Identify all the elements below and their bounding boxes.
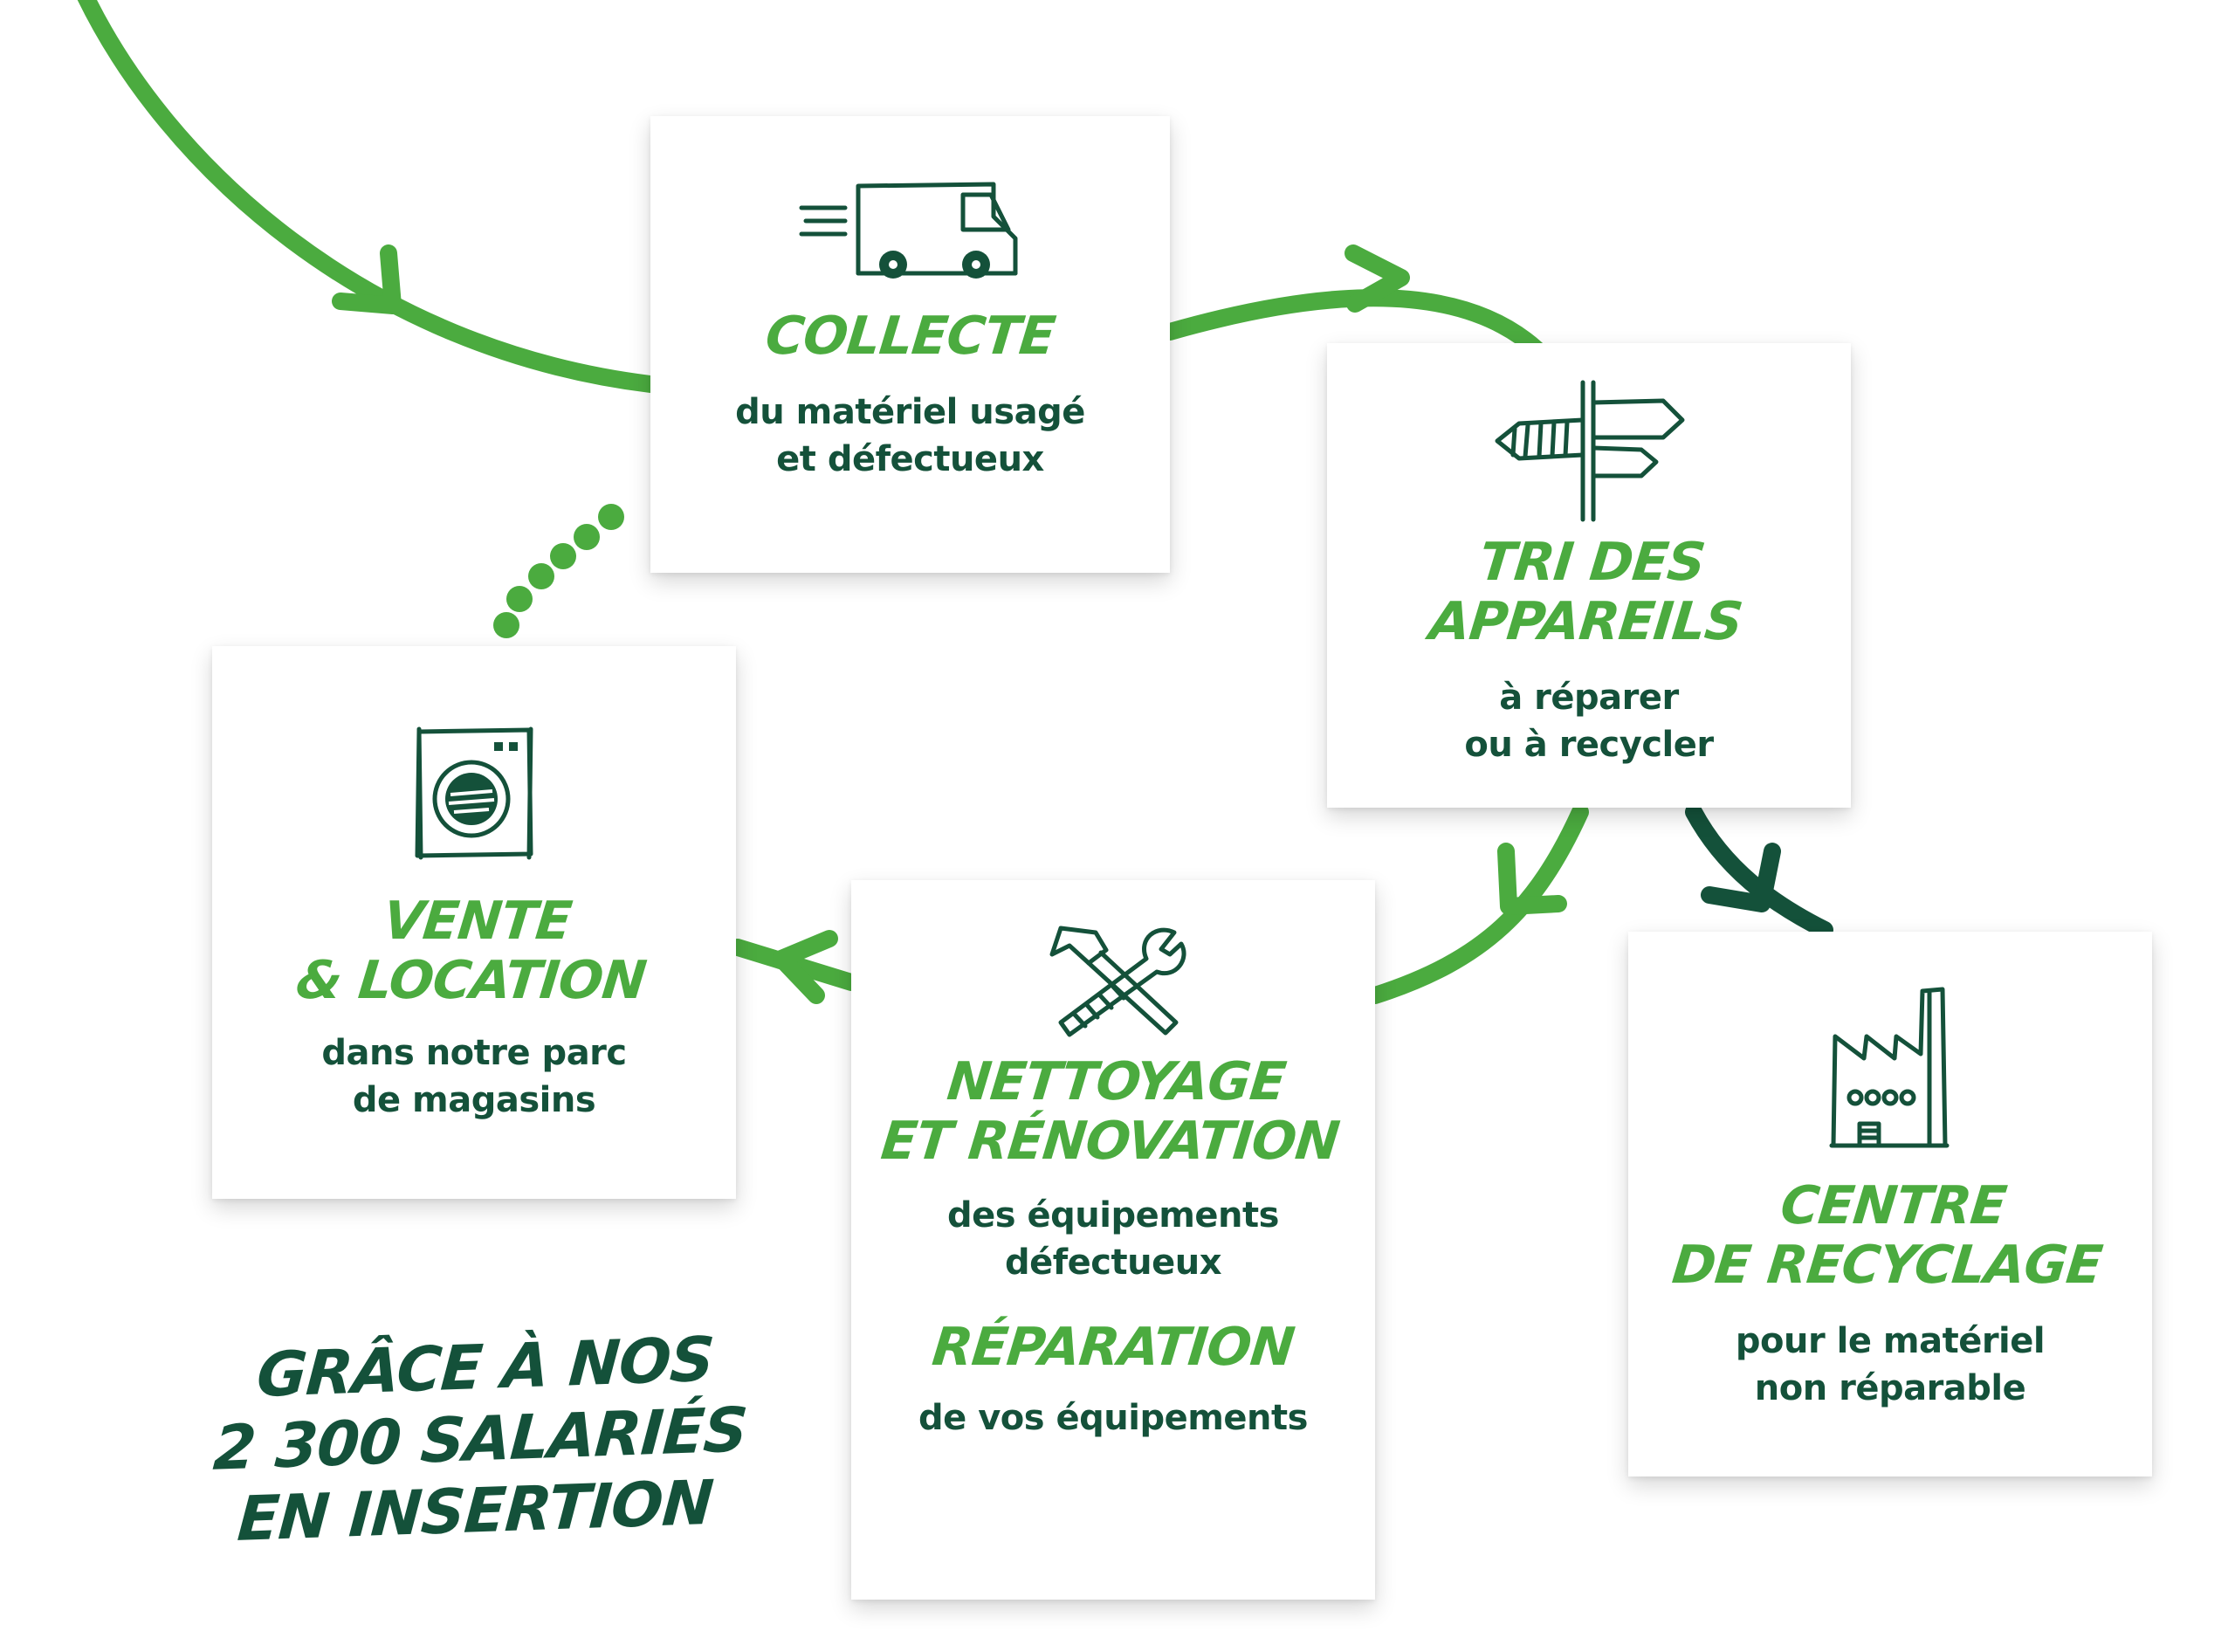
- arrowhead-collecte-tri: [1344, 244, 1410, 313]
- factory-icon: [1829, 987, 1950, 1148]
- step-title: CENTRE DE RECYCLAGE: [1669, 1175, 2105, 1296]
- arrow-tri-to-nettoyage: [1366, 803, 1589, 1004]
- step-description: à réparer ou à recycler: [1464, 678, 1714, 765]
- arrowhead-tri-recyclage: [1701, 843, 1781, 912]
- step-description-secondary: de vos équipements: [918, 1398, 1308, 1438]
- card-vente-location: VENTE & LOCATION dans notre parc de maga…: [212, 646, 736, 1199]
- step-description: pour le matériel non réparable: [1735, 1321, 2046, 1408]
- step-title: COLLECTE: [762, 306, 1058, 367]
- card-tri-des-appareils: TRI DES APPAREILS à réparer ou à recycle…: [1327, 343, 1851, 808]
- card-centre-recyclage: CENTRE DE RECYCLAGE pour le matériel non…: [1628, 932, 2152, 1476]
- signpost-icon: [1495, 380, 1685, 522]
- dotted-connector-vente-collecte: [493, 504, 624, 638]
- incoming-arrow-curve: [77, 0, 659, 393]
- arrowhead-nettoyage-vente: [773, 930, 838, 1004]
- step-title: NETTOYAGE ET RÉNOVATION: [877, 1051, 1342, 1172]
- step-title-secondary: RÉPARATION: [929, 1317, 1297, 1378]
- insertion-tagline: GRÂCE À NOS 2 300 SALARIÉS EN INSERTION: [210, 1323, 750, 1555]
- step-description: du matériel usagé et défectueux: [735, 392, 1085, 479]
- arrowhead-incoming: [332, 244, 402, 314]
- delivery-truck-icon: [799, 182, 1017, 279]
- arrow-tri-to-recyclage: [1685, 803, 1833, 939]
- step-description: dans notre parc de magasins: [321, 1033, 627, 1120]
- step-description: des équipements défectueux: [947, 1195, 1279, 1283]
- card-collecte: COLLECTE du matériel usagé et défectueux: [650, 116, 1170, 573]
- step-title: TRI DES APPAREILS: [1427, 532, 1745, 652]
- arrowhead-tri-nettoyage: [1497, 843, 1567, 915]
- step-title: VENTE & LOCATION: [292, 891, 649, 1011]
- hammer-wrench-icon: [1049, 926, 1186, 1037]
- washing-machine-icon: [415, 726, 533, 860]
- card-nettoyage-renovation: NETTOYAGE ET RÉNOVATION des équipements …: [851, 880, 1375, 1600]
